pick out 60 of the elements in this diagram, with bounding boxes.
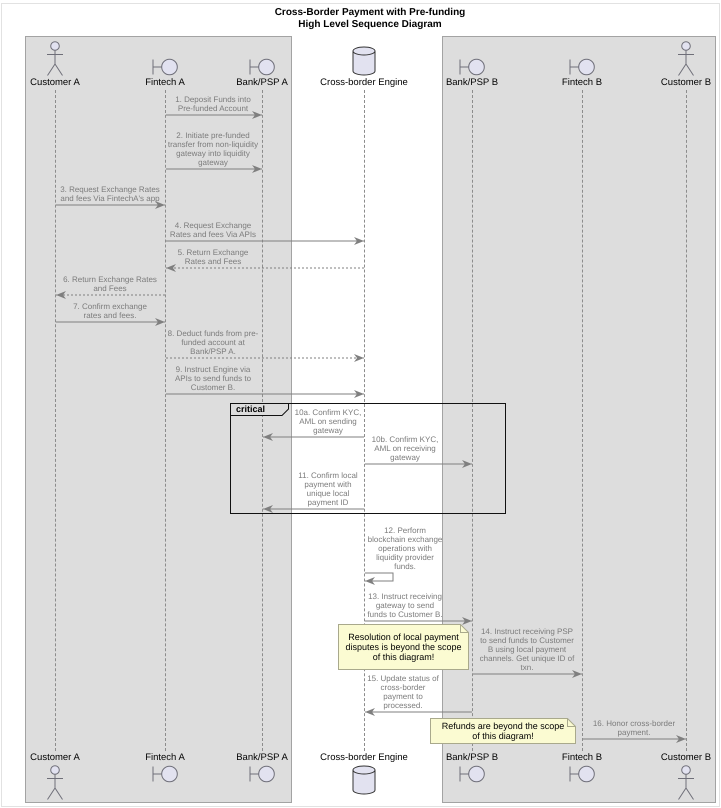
message-arrow <box>166 354 364 362</box>
sticky-note <box>338 624 469 670</box>
lifeline <box>55 90 56 751</box>
message-label: 3. Request Exchange Rates and fees Via FintechA's app <box>60 185 160 203</box>
sticky-note <box>430 718 576 744</box>
message-label: 7. Confirm exchange rates and fees. <box>72 302 148 320</box>
participant-label: Bank/PSP B <box>446 752 498 764</box>
frame-label: critical <box>231 404 289 416</box>
participant-label: Customer A <box>30 77 80 89</box>
message-arrow <box>166 165 262 173</box>
message-arrow <box>262 505 364 513</box>
note-text: Resolution of local payment disputes is beyond the scope of this diagram! <box>344 632 462 662</box>
message-label: 2. Initiate pre-funded transfer from non-liquidity gateway into liquidity gateway <box>167 131 259 167</box>
participant-label: Fintech B <box>562 77 602 89</box>
participant-label: Fintech A <box>145 752 185 764</box>
message-label: 11. Confirm local payment with unique local payment ID <box>298 471 358 507</box>
message-label: 14. Instruct receiving PSP to send funds to Customer B using local payment channels. Get unique ID of txn. <box>479 627 575 672</box>
message-arrow <box>56 291 166 299</box>
participant-label: Bank/PSP A <box>236 752 288 764</box>
message-arrow <box>364 572 394 585</box>
message-label: 8. Deduct funds from pre-funded account at Bank/PSP A. <box>167 329 259 356</box>
participant-label: Bank/PSP A <box>236 77 288 89</box>
message-arrow <box>262 433 364 441</box>
message-arrow <box>364 617 472 625</box>
participant-label: Customer B <box>660 752 712 764</box>
message-label: 12. Perform blockchain exchange operations with liquidity provider funds. <box>367 526 443 571</box>
message-label: 1. Deposit Funds into Pre-funded Account <box>174 95 252 113</box>
message-label: 4. Request Exchange Rates and fees Via APIs <box>169 221 257 239</box>
participant-label: Cross-border Engine <box>320 752 408 764</box>
message-arrow <box>166 111 262 119</box>
message-arrow <box>166 237 364 245</box>
message-label: 10a. Confirm KYC, AML on sending gateway <box>294 408 362 435</box>
message-label: 6. Return Exchange Rates and Fees <box>62 275 158 293</box>
lifeline <box>582 90 583 751</box>
group-panel <box>25 36 292 803</box>
participant-label: Customer A <box>30 752 80 764</box>
participant-label: Customer B <box>660 77 712 89</box>
message-arrow <box>364 708 472 716</box>
lifeline <box>262 90 263 751</box>
participant-label: Bank/PSP B <box>446 77 498 89</box>
message-arrow <box>56 201 166 209</box>
diagram-title: Cross-Border Payment with Pre-funding High Level Sequence Diagram <box>274 7 466 30</box>
message-label: 16. Honor cross-border payment. <box>592 719 676 737</box>
lifeline <box>686 90 687 751</box>
message-label: 15. Update status of cross-border payment to processed. <box>366 674 440 710</box>
message-arrow <box>166 390 364 398</box>
message-arrow <box>472 670 582 678</box>
message-label: 13. Instruct receiving gateway to send funds to Customer B. <box>366 592 444 619</box>
message-label: 5. Return Exchange Rates and Fees <box>177 248 249 266</box>
participant-label: Cross-border Engine <box>320 77 408 89</box>
message-arrow <box>364 460 472 468</box>
message-arrow <box>582 735 686 743</box>
message-label: 9. Instruct Engine via APIs to send funds to Customer B. <box>174 365 252 392</box>
note-text: Refunds are beyond the scope of this diagram! <box>441 721 565 741</box>
message-arrow <box>166 264 364 272</box>
participant-label: Fintech B <box>562 752 602 764</box>
lifeline <box>165 90 166 751</box>
participant-label: Fintech A <box>145 77 185 89</box>
message-label: 10b. Confirm KYC, AML on receiving gateway <box>371 435 439 462</box>
message-arrow <box>56 318 166 326</box>
